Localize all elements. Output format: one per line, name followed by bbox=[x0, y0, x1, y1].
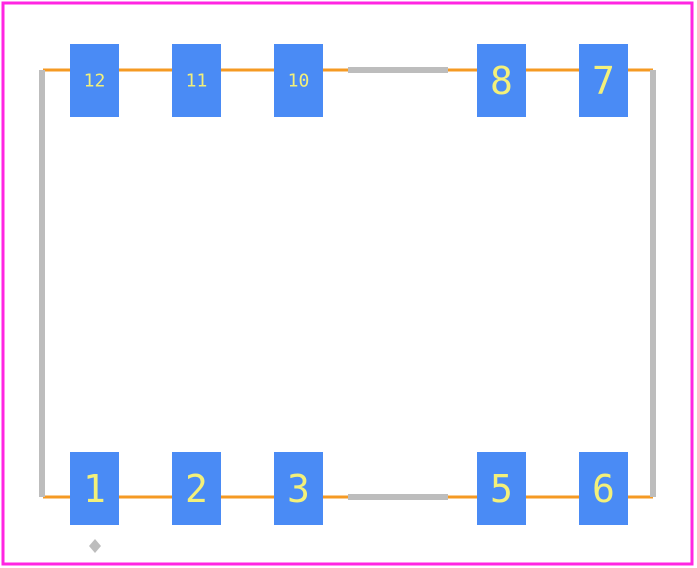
pad-2[interactable]: 2 bbox=[172, 452, 221, 525]
pad-5[interactable]: 5 bbox=[477, 452, 526, 525]
pad-label: 12 bbox=[84, 71, 106, 92]
pad-label: 5 bbox=[490, 467, 513, 511]
pin-traces bbox=[43, 68, 653, 499]
pad-label: 7 bbox=[592, 59, 615, 103]
pad-11[interactable]: 11 bbox=[172, 44, 221, 117]
pad-label: 8 bbox=[490, 59, 513, 103]
pad-7[interactable]: 7 bbox=[579, 44, 628, 117]
pad-label: 2 bbox=[185, 467, 208, 511]
bottom-pad-row: 1 2 3 5 6 bbox=[70, 452, 628, 525]
pad-6[interactable]: 6 bbox=[579, 452, 628, 525]
pad-label: 6 bbox=[592, 467, 615, 511]
pad-1[interactable]: 1 bbox=[70, 452, 119, 525]
body-outline bbox=[39, 67, 656, 500]
pad-8[interactable]: 8 bbox=[477, 44, 526, 117]
pad-12[interactable]: 12 bbox=[70, 44, 119, 117]
diamond-icon bbox=[89, 539, 101, 553]
pad-label: 10 bbox=[288, 71, 310, 92]
pad-label: 11 bbox=[186, 71, 208, 92]
pad-label: 3 bbox=[287, 467, 310, 511]
top-pad-row: 12 11 10 8 7 bbox=[70, 44, 628, 117]
pad-10[interactable]: 10 bbox=[274, 44, 323, 117]
pad-3[interactable]: 3 bbox=[274, 452, 323, 525]
pad-label: 1 bbox=[83, 467, 106, 511]
